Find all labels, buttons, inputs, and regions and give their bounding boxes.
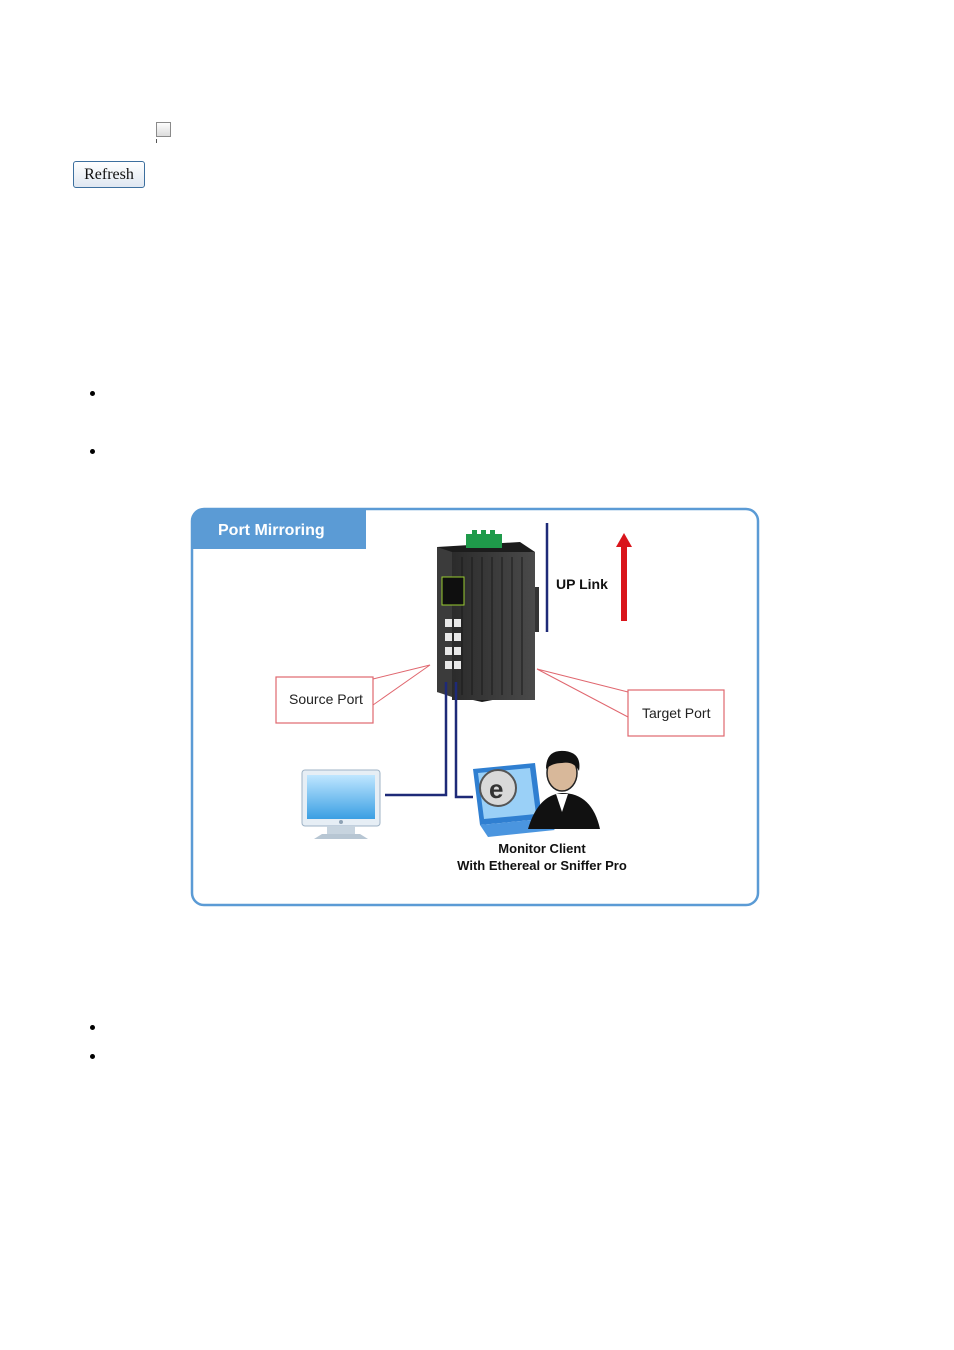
bullet-point xyxy=(90,1054,95,1059)
port-mirroring-diagram: Port Mirroring xyxy=(190,507,760,907)
source-port-callout-pointer xyxy=(372,664,431,706)
uplink-label: UP Link xyxy=(556,576,608,592)
uplink-arrow-icon xyxy=(616,533,632,621)
source-port-callout xyxy=(275,676,374,724)
bullet-point xyxy=(90,1025,95,1030)
diagram-title: Port Mirroring xyxy=(218,522,325,539)
source-port-label: Source Port xyxy=(289,691,363,707)
svg-text:e: e xyxy=(489,774,503,804)
monitor-client-title: Monitor Client xyxy=(498,841,586,856)
monitor-cable xyxy=(454,682,473,799)
diagram-header xyxy=(192,509,366,549)
target-port-label: Target Port xyxy=(642,705,711,721)
laptop-icon: e xyxy=(473,763,555,837)
bullet-point xyxy=(90,391,95,396)
bullet-point xyxy=(90,449,95,454)
refresh-button[interactable]: Refresh xyxy=(73,161,145,188)
switch-icon xyxy=(437,530,539,702)
checkbox-mark xyxy=(156,139,157,143)
option-checkbox[interactable] xyxy=(156,122,171,137)
person-icon xyxy=(528,750,600,829)
target-port-callout-pointer xyxy=(536,668,629,718)
target-port-callout xyxy=(627,689,725,737)
source-cable xyxy=(385,682,448,797)
monitor-client-subtitle: With Ethereal or Sniffer Pro xyxy=(457,858,627,873)
desktop-computer-icon xyxy=(301,769,381,839)
